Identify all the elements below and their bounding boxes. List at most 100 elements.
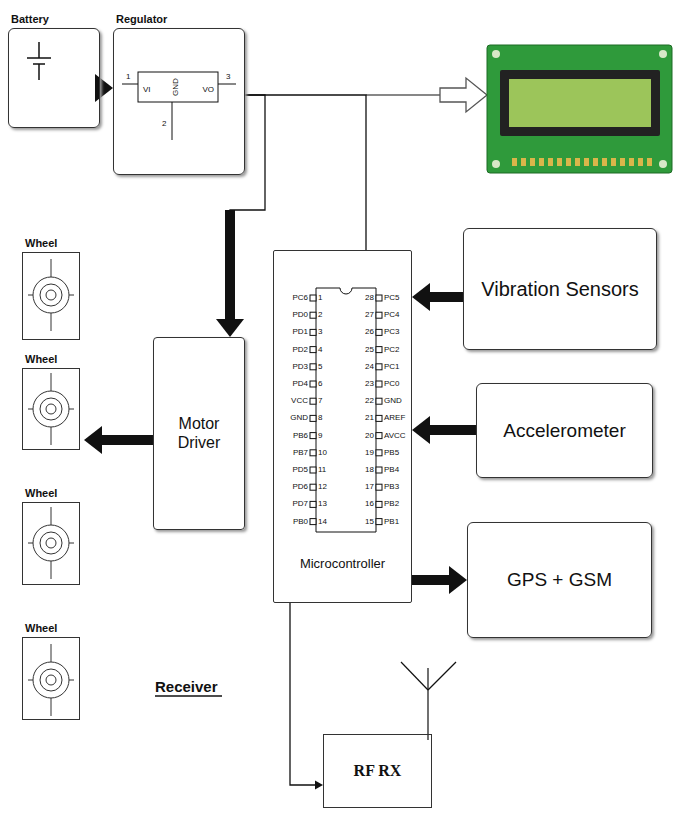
pin-name: PD1 (292, 328, 308, 336)
box-label: Vibration Sensors (481, 278, 639, 301)
pin-label: VO (202, 86, 214, 94)
pin-name: 4 (318, 346, 322, 354)
pin-name: PB6 (293, 432, 308, 440)
connector-arrow (412, 283, 463, 311)
pin-name: PD7 (292, 500, 308, 508)
pin-name: PD4 (292, 380, 308, 388)
pin-label: 3 (226, 73, 230, 81)
box-label: Microcontroller (300, 557, 385, 572)
connector-arrow (95, 74, 113, 102)
pin-name: GND (290, 414, 308, 422)
supply-wire (366, 94, 441, 95)
connector-arrow (216, 95, 265, 337)
pin-name: 19 (365, 449, 374, 457)
pin-name: PD6 (292, 483, 308, 491)
connector-arrow (84, 426, 153, 454)
pin-name: GND (384, 397, 402, 405)
battery-symbol (27, 42, 51, 80)
pin-name: 7 (318, 397, 322, 405)
wheel-box: Wheel (22, 637, 80, 720)
pin-name: 17 (365, 483, 374, 491)
box-label: RF RX (354, 762, 402, 780)
pin-name: 14 (318, 518, 327, 526)
pin-name: AVCC (384, 432, 406, 440)
pin-name: 3 (318, 328, 322, 336)
module-box: GPS + GSM (467, 522, 652, 638)
pin-name: 16 (365, 500, 374, 508)
wheel-box: Wheel (22, 252, 80, 340)
regulator-box: Regulator (113, 28, 245, 175)
chip-outline (310, 288, 382, 532)
box-label: Motor Driver (162, 415, 236, 452)
antenna (401, 662, 456, 740)
pin-name: 20 (365, 432, 374, 440)
pin-name: PD3 (292, 363, 308, 371)
box-heading: Wheel (25, 237, 57, 249)
pin-name: 13 (318, 500, 327, 508)
pin-name: 22 (365, 397, 374, 405)
pin-name: 27 (365, 311, 374, 319)
pin-name: 10 (318, 449, 327, 457)
section-label: Receiver (155, 679, 218, 694)
pin-name: 2 (318, 311, 322, 319)
sensor-box: Accelerometer (476, 383, 653, 478)
pin-name: PB3 (384, 483, 399, 491)
wheel-box: Wheel (22, 502, 80, 585)
box-heading: Wheel (25, 353, 57, 365)
pin-name: 18 (365, 466, 374, 474)
receiver-box: RF RX (323, 734, 432, 808)
pin-name: 26 (365, 328, 374, 336)
driver-box: Motor Driver (153, 337, 245, 530)
pin-name: PC3 (384, 328, 400, 336)
pin-name: PB5 (384, 449, 399, 457)
pin-name: PC0 (384, 380, 400, 388)
pin-name: PB1 (384, 518, 399, 526)
regulator-symbol (122, 72, 236, 140)
connector-arrow (412, 416, 476, 444)
box-heading: Regulator (116, 13, 167, 25)
box-heading: Wheel (25, 487, 57, 499)
connector-arrow (412, 566, 467, 594)
connector-arrow (290, 603, 323, 790)
box-heading: Wheel (25, 622, 57, 634)
pin-label: VI (143, 86, 151, 94)
connector-arrow (245, 95, 366, 250)
pin-name: VCC (291, 397, 308, 405)
pin-name: PD2 (292, 346, 308, 354)
box-label: Accelerometer (503, 420, 626, 442)
pin-name: PB2 (384, 500, 399, 508)
battery-box: Battery (8, 28, 100, 128)
pin-name: 9 (318, 432, 322, 440)
pin-name: 28 (365, 294, 374, 302)
box-heading: Battery (11, 13, 49, 25)
pin-name: 12 (318, 483, 327, 491)
pin-name: 15 (365, 518, 374, 526)
pin-name: PD0 (292, 311, 308, 319)
pin-label: 2 (162, 120, 166, 128)
pin-name: PB7 (293, 449, 308, 457)
pin-name: 5 (318, 363, 322, 371)
pin-name: 25 (365, 346, 374, 354)
pin-name: 8 (318, 414, 322, 422)
pin-name: PD5 (292, 466, 308, 474)
wheel-box: Wheel (22, 368, 80, 450)
pin-name: AREF (384, 414, 405, 422)
pin-name: 21 (365, 414, 374, 422)
pin-label: GND (172, 78, 180, 96)
pin-name: 24 (365, 363, 374, 371)
pin-label: 1 (126, 73, 130, 81)
pin-name: 11 (318, 466, 326, 474)
pin-name: PB0 (293, 518, 308, 526)
pin-name: 6 (318, 380, 322, 388)
microcontroller-box: Microcontroller (273, 250, 412, 603)
pin-name: PC6 (292, 294, 308, 302)
lcd-module (487, 45, 672, 173)
pin-name: PC5 (384, 294, 400, 302)
pin-name: PC4 (384, 311, 400, 319)
hollow-arrow (440, 78, 487, 112)
underline (155, 695, 222, 696)
sensor-box: Vibration Sensors (463, 228, 657, 350)
box-label: GPS + GSM (507, 569, 612, 591)
